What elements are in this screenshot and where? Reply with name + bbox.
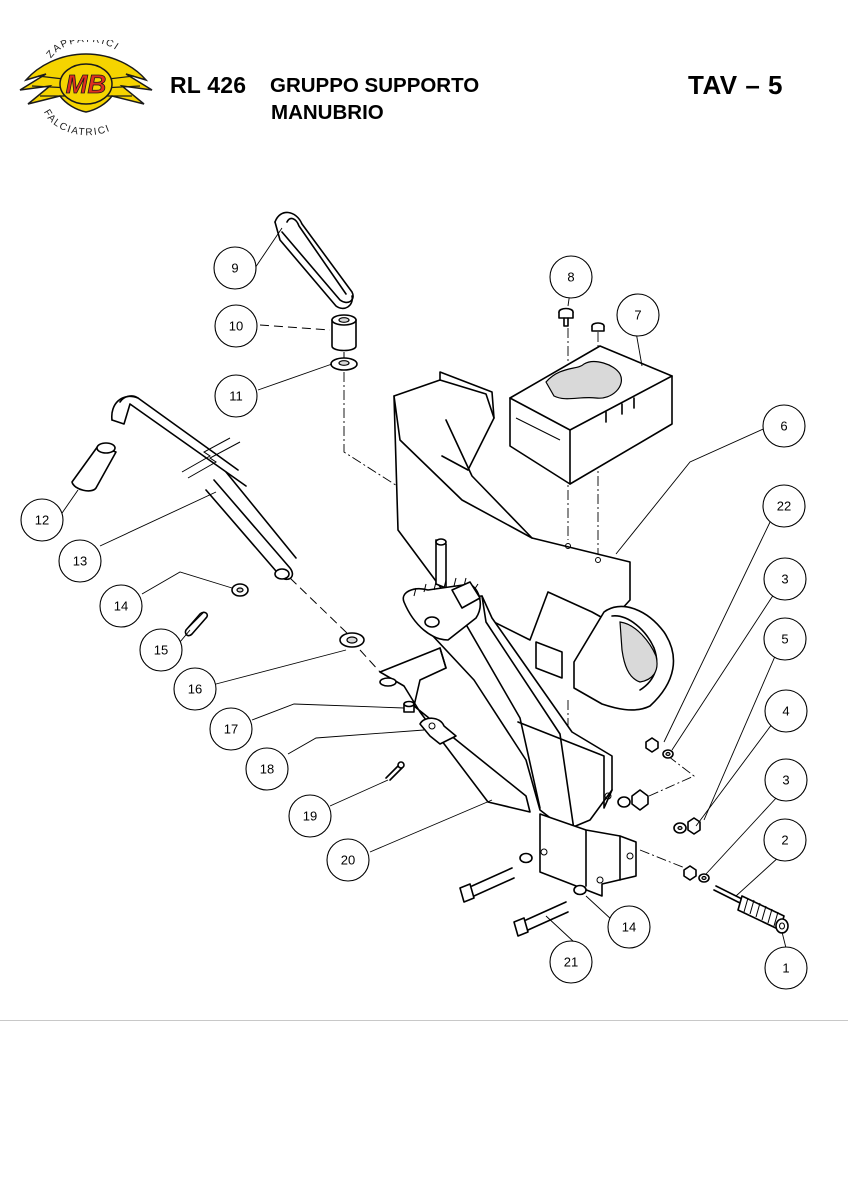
callout-13: 13: [58, 539, 102, 583]
part-17-pin: [403, 700, 415, 713]
svg-text:9: 9: [231, 261, 238, 276]
svg-text:20: 20: [341, 853, 355, 868]
svg-text:22: 22: [777, 499, 791, 514]
svg-text:13: 13: [73, 554, 87, 569]
svg-text:14: 14: [114, 599, 128, 614]
svg-text:18: 18: [260, 762, 274, 777]
part-13-control-rod: [111, 395, 297, 581]
part-8-screws: [558, 307, 605, 332]
callout-19: 19: [288, 794, 332, 838]
logo-mark-text: MB: [66, 69, 106, 99]
svg-text:8: 8: [567, 270, 574, 285]
table-number: TAV – 5: [688, 70, 784, 100]
model-code: RL 426: [170, 72, 247, 98]
part-14-washer-upper: [231, 583, 249, 597]
svg-text:5: 5: [781, 632, 788, 647]
callout-14-lower: 14: [607, 905, 651, 949]
callout-15: 15: [139, 628, 183, 672]
svg-text:11: 11: [229, 389, 243, 404]
svg-text:12: 12: [35, 513, 49, 528]
assembly-line-bolt-nut: [639, 849, 691, 871]
part-16-washer: [339, 632, 365, 648]
lower-mounting-plate: [539, 813, 637, 897]
svg-text:19: 19: [303, 809, 317, 824]
part-3-washer-lower: [698, 873, 710, 883]
svg-text:7: 7: [634, 308, 641, 323]
svg-text:2: 2: [781, 833, 788, 848]
callout-12: 12: [20, 498, 64, 542]
callout-18: 18: [245, 747, 289, 791]
svg-text:10: 10: [229, 319, 243, 334]
svg-text:6: 6: [780, 419, 787, 434]
assembly-line-rod-16: [289, 577, 351, 637]
callout-10: 10: [214, 304, 258, 348]
svg-text:16: 16: [188, 682, 202, 697]
part-22-nut: [645, 737, 659, 753]
callout-8: 8: [549, 255, 593, 299]
part-7-cover-box: [509, 345, 673, 485]
part-19-split-pin: [385, 761, 405, 781]
part-2-tie-rod: [713, 885, 745, 905]
callout-1: 1: [764, 946, 808, 990]
part-15-spring-clip: [184, 611, 209, 637]
title-line-1: GRUPPO SUPPORTO: [270, 74, 480, 97]
callout-3-upper: 3: [763, 557, 807, 601]
part-1-spring: [737, 895, 789, 934]
assembly-line-16-bracket: [359, 649, 381, 673]
callout-17: 17: [209, 707, 253, 751]
svg-text:14: 14: [622, 920, 636, 935]
svg-text:1: 1: [782, 961, 789, 976]
svg-text:4: 4: [782, 704, 789, 719]
svg-text:3: 3: [782, 773, 789, 788]
part-21-bolt-upper: [459, 852, 533, 903]
part-5-washer: [673, 817, 701, 835]
part-4-nut: [683, 865, 697, 881]
part-6-tilting-support: [393, 371, 675, 711]
title-line-2: MANUBRIO: [271, 101, 384, 124]
part-11-washer: [330, 357, 358, 371]
callout-16: 16: [173, 667, 217, 711]
part-18-lever-clip: [419, 717, 457, 745]
assembly-line-3a: [639, 755, 695, 801]
callout-9: 9: [213, 246, 257, 290]
callout-21: 21: [549, 940, 593, 984]
part-3-washer-upper: [662, 749, 674, 759]
part-12-knob: [71, 442, 117, 492]
callout-5: 5: [763, 617, 807, 661]
washer-nut-pair-middle: [617, 789, 649, 811]
callout-3-lower: 3: [764, 758, 808, 802]
callout-2: 2: [763, 818, 807, 862]
mb-logo: MB ZAPPATRICI FALCIATRICI: [19, 40, 153, 138]
callout-4: 4: [764, 689, 808, 733]
part-9-hairpin-clip: [274, 211, 354, 310]
svg-text:15: 15: [154, 643, 168, 658]
callout-22: 22: [762, 484, 806, 528]
leader-dash-10: [259, 324, 331, 331]
callout-6: 6: [762, 404, 806, 448]
svg-text:17: 17: [224, 722, 238, 737]
callout-20: 20: [326, 838, 370, 882]
callout-14-upper: 14: [99, 584, 143, 628]
callout-7: 7: [616, 293, 660, 337]
footer-rule: [0, 1020, 848, 1021]
svg-text:21: 21: [564, 955, 578, 970]
svg-text:3: 3: [781, 572, 788, 587]
part-21-bolt-lower: [513, 884, 587, 937]
callout-11: 11: [214, 374, 258, 418]
part-10-bushing: [331, 314, 357, 352]
leader-lines: [59, 227, 787, 949]
central-column-assembly: [402, 538, 613, 831]
